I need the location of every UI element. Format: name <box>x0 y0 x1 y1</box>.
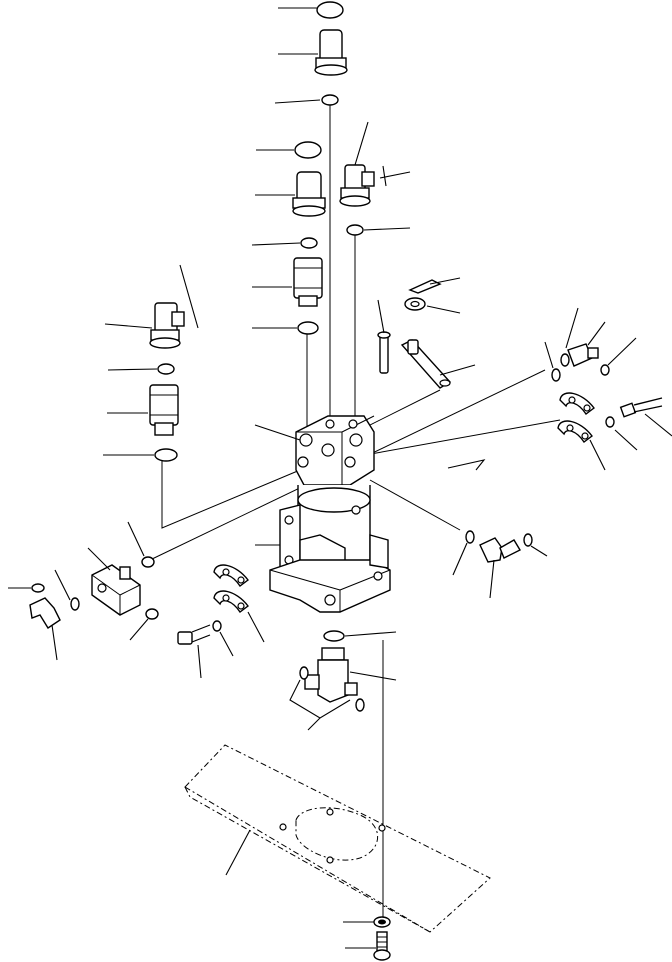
o-ring-4 <box>346 224 411 236</box>
bolt-bottom <box>345 931 391 961</box>
o-ring-far-left <box>8 583 45 593</box>
split-flange-lower-b <box>213 590 265 643</box>
washer-bolt-lower <box>212 620 234 657</box>
o-ring-lower-right-b <box>523 533 548 557</box>
bolt-right <box>619 397 672 437</box>
frame-plate <box>184 744 491 933</box>
o-ring-5 <box>252 321 319 335</box>
elbow-fitting-lower-right <box>479 537 521 599</box>
check-valve-bottom <box>289 647 397 731</box>
washer-bolt-right <box>605 416 638 451</box>
plug-2 <box>255 171 326 217</box>
elbow-fitting-right <box>560 307 637 376</box>
o-ring-3 <box>251 237 318 249</box>
o-ring-right-a <box>544 341 561 382</box>
left-hex-adapter <box>107 384 179 436</box>
left-o-ring-b <box>103 448 178 462</box>
swivel-joint-body <box>254 415 391 613</box>
washer-right <box>404 297 461 314</box>
cotter-pin <box>408 277 461 294</box>
tee-block-left <box>87 547 141 616</box>
washer-bottom <box>343 916 391 928</box>
small-o-ring-1 <box>274 94 339 106</box>
split-flange-right-a <box>559 392 595 416</box>
pin-vertical <box>377 299 391 374</box>
bolt-lower <box>177 624 211 679</box>
o-ring-lower-right-a <box>452 530 475 576</box>
o-ring-bottom <box>323 630 397 642</box>
wire-mark <box>447 459 486 471</box>
lock-plate <box>400 339 476 389</box>
split-flange-right-b <box>557 420 606 471</box>
o-ring-left-lower <box>127 521 155 568</box>
elbow-fitting-far-left <box>29 569 80 661</box>
elbow-valve-top <box>339 121 411 207</box>
left-o-ring-a <box>107 363 175 375</box>
top-plug <box>278 29 348 76</box>
hex-adapter-mid <box>252 257 323 307</box>
split-flange-lower-a <box>213 564 249 588</box>
o-ring-2 <box>256 141 322 159</box>
top-o-ring <box>278 1 344 19</box>
left-elbow-valve <box>104 264 199 349</box>
o-ring-left-b <box>129 608 159 641</box>
